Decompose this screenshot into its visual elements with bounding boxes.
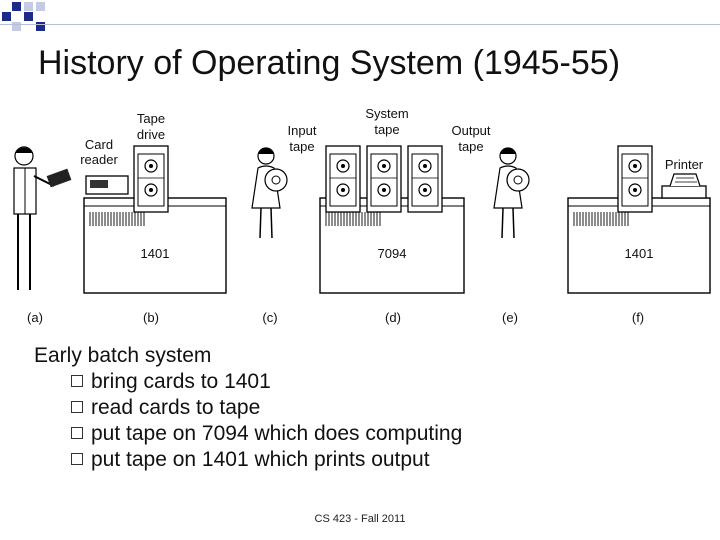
bullet-text: put tape on 7094 which does computing bbox=[91, 422, 463, 445]
label-output-tape-line2: tape bbox=[458, 139, 483, 154]
ibm-7094-machine: 7094 bbox=[319, 145, 465, 294]
bullet-text: bring cards to 1401 bbox=[91, 370, 271, 393]
bullet-list: Early batch system bring cards to 1401 r… bbox=[34, 342, 462, 473]
square-bullet-icon bbox=[71, 401, 83, 413]
operator-man-figure bbox=[13, 146, 72, 290]
bullet-text: read cards to tape bbox=[91, 396, 261, 419]
bullet-item: put tape on 7094 which does computing bbox=[71, 421, 462, 447]
panel-label-b: (b) bbox=[143, 310, 159, 325]
operator-woman-output-figure bbox=[493, 147, 530, 239]
machine-label-1401-left: 1401 bbox=[141, 246, 170, 261]
bullet-item: put tape on 1401 which prints output bbox=[71, 447, 462, 473]
panel-label-c: (c) bbox=[262, 310, 277, 325]
machine-label-7094: 7094 bbox=[378, 246, 407, 261]
label-input-tape-line1: Input bbox=[288, 123, 317, 138]
slide-footer: CS 423 - Fall 2011 bbox=[314, 513, 406, 525]
batch-system-diagram: 1401 7094 bbox=[13, 106, 711, 325]
bullet-item: read cards to tape bbox=[71, 395, 462, 421]
operator-woman-input-figure bbox=[251, 147, 288, 239]
label-system-tape-line2: tape bbox=[374, 122, 399, 137]
label-output-tape-line1: Output bbox=[451, 123, 490, 138]
square-bullet-icon bbox=[71, 375, 83, 387]
bullet-item: bring cards to 1401 bbox=[71, 369, 462, 395]
ibm-1401-input-machine: 1401 bbox=[83, 145, 227, 294]
panel-label-d: (d) bbox=[385, 310, 401, 325]
label-printer: Printer bbox=[665, 157, 704, 172]
ibm-1401-output-machine: 1401 bbox=[567, 145, 711, 294]
label-system-tape-line1: System bbox=[365, 106, 408, 121]
machine-label-1401-right: 1401 bbox=[625, 246, 654, 261]
panel-label-e: (e) bbox=[502, 310, 518, 325]
slide-title: History of Operating System (1945-55) bbox=[38, 44, 621, 82]
label-card-line2: reader bbox=[80, 152, 118, 167]
panel-label-a: (a) bbox=[27, 310, 43, 325]
header-rule bbox=[0, 24, 720, 25]
bullet-lead: Early batch system bbox=[34, 344, 212, 367]
bullet-text: put tape on 1401 which prints output bbox=[91, 448, 430, 471]
label-tape-drive-line2: drive bbox=[137, 127, 165, 142]
square-bullet-icon bbox=[71, 453, 83, 465]
label-card-line1: Card bbox=[85, 137, 113, 152]
square-bullet-icon bbox=[71, 427, 83, 439]
corner-decoration bbox=[2, 2, 45, 31]
label-input-tape-line2: tape bbox=[289, 139, 314, 154]
label-tape-drive-line1: Tape bbox=[137, 111, 165, 126]
panel-label-f: (f) bbox=[632, 310, 644, 325]
